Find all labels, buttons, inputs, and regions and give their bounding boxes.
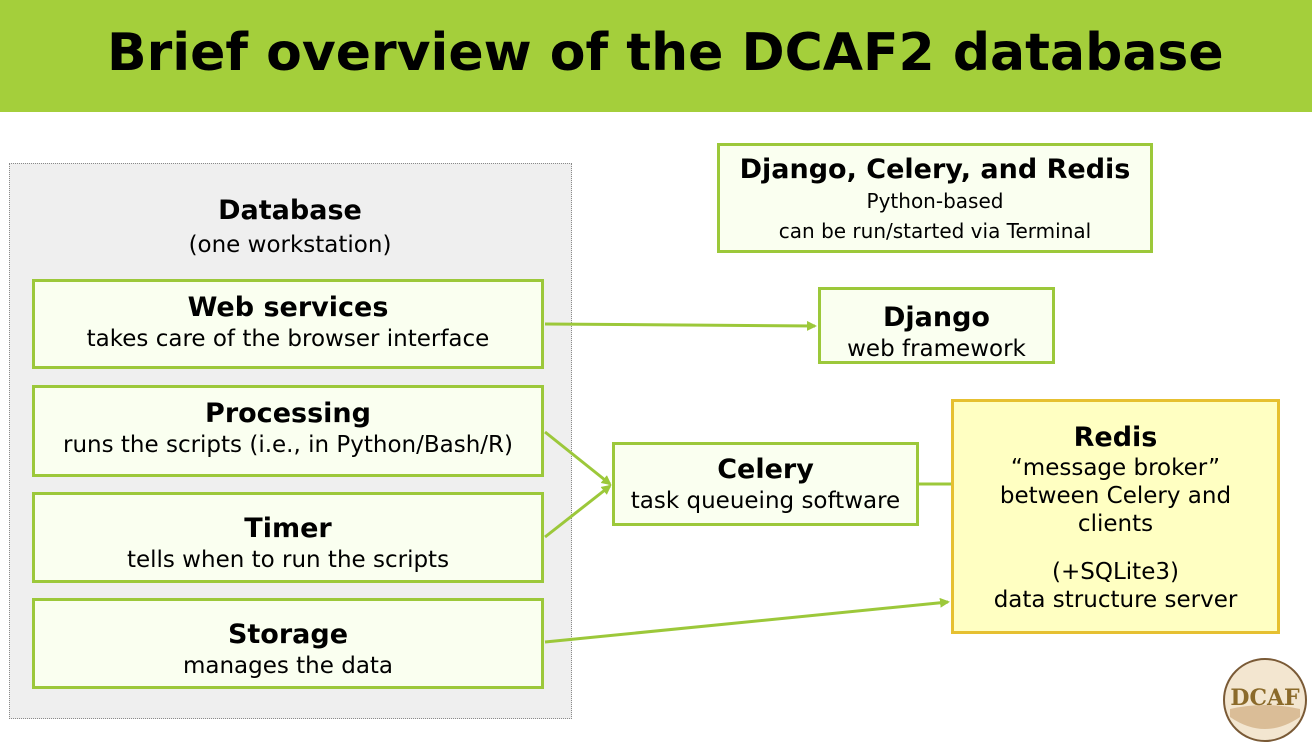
storage-box: Storage manages the data xyxy=(32,598,544,689)
web-services-box: Web services takes care of the browser i… xyxy=(32,279,544,369)
processing-title: Processing xyxy=(205,398,371,429)
django-box: Django web framework xyxy=(818,287,1055,364)
stack-note-box: Django, Celery, and Redis Python-based c… xyxy=(717,143,1153,253)
redis-line1: “message broker” xyxy=(1010,455,1221,481)
django-title: Django xyxy=(883,302,990,333)
web-services-desc: takes care of the browser interface xyxy=(86,326,490,352)
processing-box: Processing runs the scripts (i.e., in Py… xyxy=(32,385,544,477)
timer-box: Timer tells when to run the scripts xyxy=(32,492,544,583)
timer-desc: tells when to run the scripts xyxy=(126,547,450,573)
storage-desc: manages the data xyxy=(182,653,394,679)
database-subtitle: (one workstation) xyxy=(188,232,392,258)
redis-line4: (+SQLite3) xyxy=(1052,559,1179,585)
redis-line3: clients xyxy=(1077,511,1154,537)
page-title: Brief overview of the DCAF2 database xyxy=(107,23,1224,83)
celery-box: Celery task queueing software xyxy=(612,442,919,526)
stack-note-line1: Python-based xyxy=(866,189,1004,213)
arrow-web-to-django xyxy=(544,320,817,331)
timer-title: Timer xyxy=(244,513,332,544)
processing-desc: runs the scripts (i.e., in Python/Bash/R… xyxy=(63,432,513,458)
dcaf-logo: DCAF xyxy=(1223,658,1307,742)
svg-text:DCAF: DCAF xyxy=(1230,685,1300,711)
redis-title: Redis xyxy=(1073,422,1158,453)
title-bar xyxy=(0,0,1312,112)
stack-note-line2: can be run/started via Terminal xyxy=(778,219,1092,243)
database-title: Database xyxy=(218,195,362,226)
storage-title: Storage xyxy=(227,619,349,650)
stack-note-title: Django, Celery, and Redis xyxy=(739,154,1131,185)
celery-desc: task queueing software xyxy=(630,488,901,514)
redis-line2: between Celery and xyxy=(999,483,1232,509)
redis-box: Redis “message broker” between Celery an… xyxy=(951,399,1280,634)
celery-title: Celery xyxy=(717,454,814,485)
arrow-storage-to-redis xyxy=(544,597,950,644)
web-services-title: Web services xyxy=(187,292,389,323)
django-desc: web framework xyxy=(847,336,1026,362)
redis-line5: data structure server xyxy=(993,587,1238,613)
